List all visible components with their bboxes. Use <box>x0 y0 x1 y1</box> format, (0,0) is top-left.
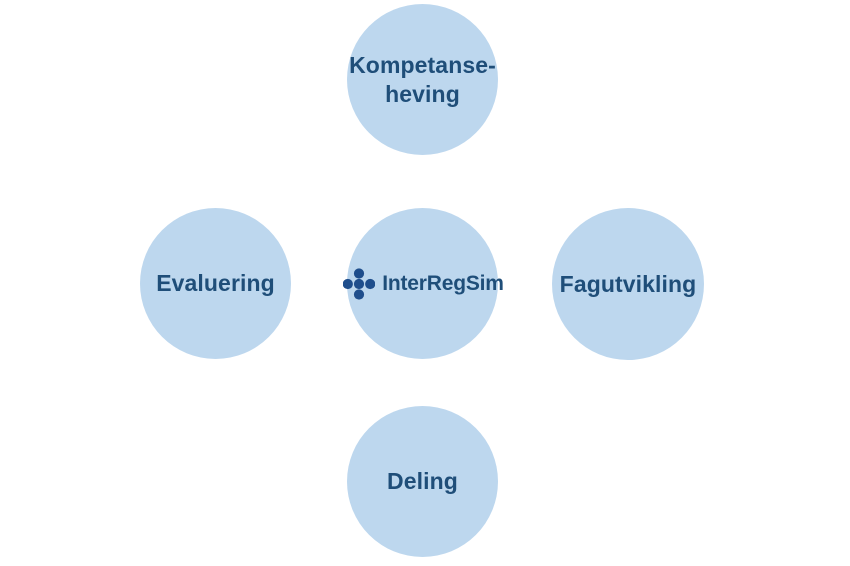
circle-node-label: Deling <box>387 468 458 495</box>
circle-node-fagutvikling[interactable]: Fagutvikling <box>552 208 704 360</box>
circle-node-evaluering[interactable]: Evaluering <box>140 208 291 359</box>
circle-node-label: Evaluering <box>156 270 275 297</box>
five-dot-plus-icon <box>343 267 376 300</box>
circle-node-kompetanseheving[interactable]: Kompetanse- heving <box>347 4 498 155</box>
circle-node-interregsim[interactable]: InterRegSim <box>343 208 504 359</box>
interregsim-logo: InterRegSim <box>343 267 504 300</box>
circle-node-deling[interactable]: Deling <box>347 406 498 557</box>
interregsim-wordmark: InterRegSim <box>382 271 504 295</box>
circle-node-label: Kompetanse- heving <box>349 52 496 107</box>
circle-node-label: Fagutvikling <box>559 270 697 297</box>
